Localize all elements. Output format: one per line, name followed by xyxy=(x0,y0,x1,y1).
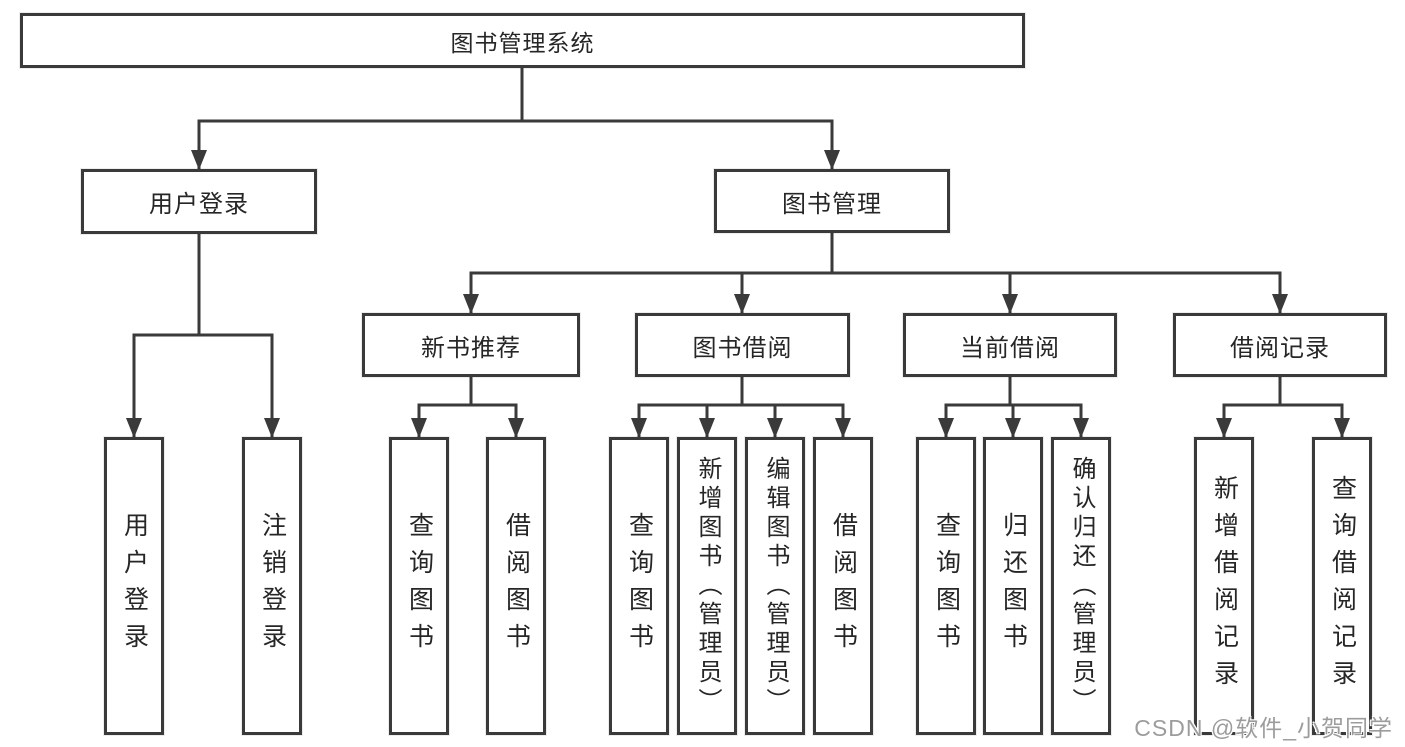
leaf-query-borrow-record-label: 查询借阅记录 xyxy=(1328,475,1357,697)
leaf-edit-book-admin-label: 编辑图书（管理员） xyxy=(762,455,789,717)
leaf-query-books-borrowing-label: 查询图书 xyxy=(625,512,654,660)
leaf-user-login: 用户登录 xyxy=(104,437,164,735)
leaf-add-borrow-record-label: 新增借阅记录 xyxy=(1210,475,1239,697)
node-book-borrowing: 图书借阅 xyxy=(635,313,850,377)
leaf-query-books-recommend: 查询图书 xyxy=(389,437,449,735)
leaf-user-login-label: 用户登录 xyxy=(120,512,149,660)
node-borrowing-records: 借阅记录 xyxy=(1173,313,1387,377)
leaf-query-books-current-label: 查询图书 xyxy=(932,512,961,660)
leaf-add-borrow-record: 新增借阅记录 xyxy=(1194,437,1254,735)
node-current-borrowing: 当前借阅 xyxy=(903,313,1117,377)
leaf-confirm-return-admin-label: 确认归还（管理员） xyxy=(1068,455,1095,717)
leaf-query-books-recommend-label: 查询图书 xyxy=(405,512,434,660)
leaf-edit-book-admin: 编辑图书（管理员） xyxy=(745,437,805,735)
node-new-book-recommend: 新书推荐 xyxy=(362,313,580,377)
leaf-query-books-current: 查询图书 xyxy=(916,437,976,735)
leaf-add-book-admin: 新增图书（管理员） xyxy=(677,437,737,735)
leaf-query-borrow-record: 查询借阅记录 xyxy=(1312,437,1372,735)
leaf-borrow-books-borrowing: 借阅图书 xyxy=(813,437,873,735)
leaf-query-books-borrowing: 查询图书 xyxy=(609,437,669,735)
leaf-borrow-books-recommend-label: 借阅图书 xyxy=(502,512,531,660)
watermark: CSDN @软件_小贺同学 xyxy=(1134,715,1393,741)
node-user-login: 用户登录 xyxy=(81,169,317,234)
leaf-return-book-label: 归还图书 xyxy=(999,512,1028,660)
leaf-logout-label: 注销登录 xyxy=(258,512,287,660)
leaf-borrow-books-recommend: 借阅图书 xyxy=(486,437,546,735)
leaf-confirm-return-admin: 确认归还（管理员） xyxy=(1051,437,1111,735)
leaf-borrow-books-borrowing-label: 借阅图书 xyxy=(829,512,858,660)
leaf-add-book-admin-label: 新增图书（管理员） xyxy=(694,455,721,717)
leaf-logout: 注销登录 xyxy=(242,437,302,735)
node-book-management: 图书管理 xyxy=(714,169,950,233)
node-library-system: 图书管理系统 xyxy=(20,13,1025,68)
leaf-return-book: 归还图书 xyxy=(983,437,1043,735)
